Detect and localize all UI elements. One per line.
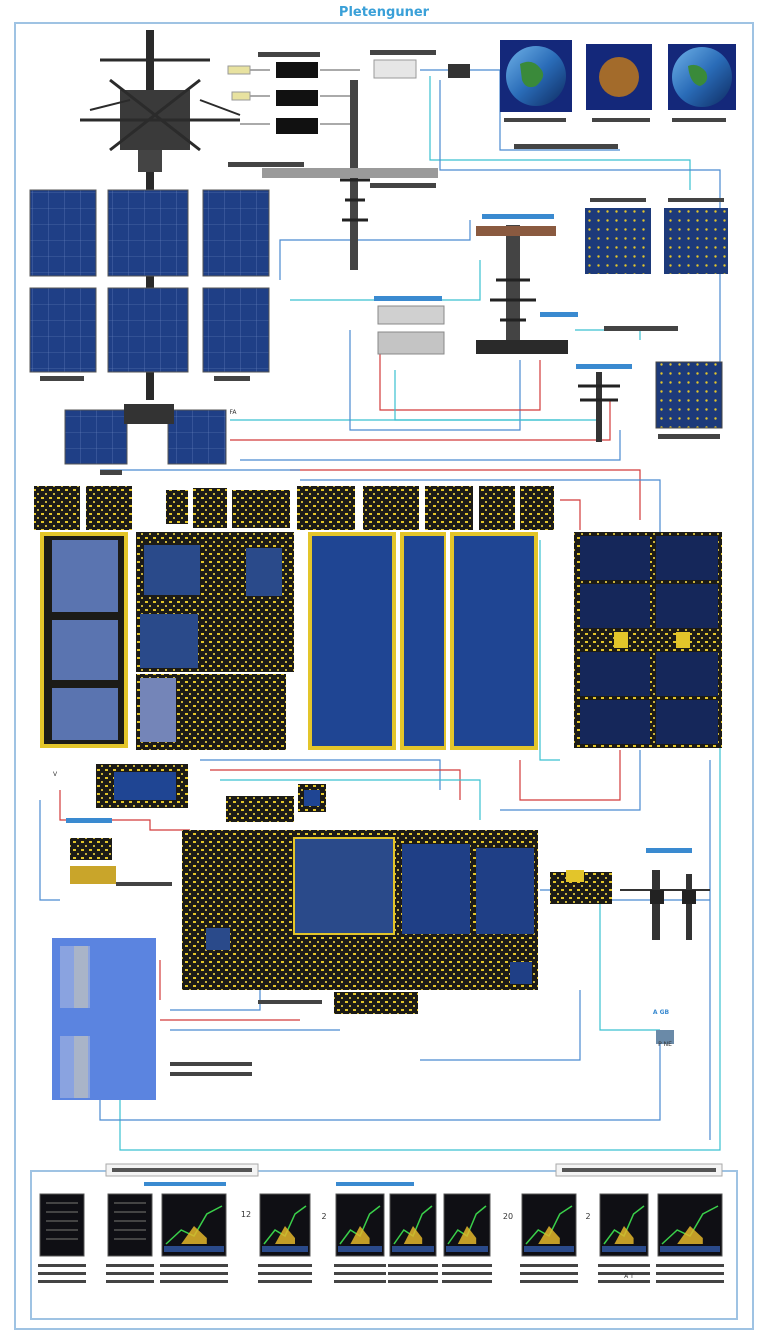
step-marker-1: 12: [240, 1210, 252, 1219]
label-v: V: [52, 771, 58, 778]
monitor-caption: [38, 1272, 86, 1275]
monitor-caption: [442, 1264, 492, 1267]
monitor-area: [614, 1226, 634, 1244]
monitor-caption: [258, 1272, 312, 1275]
monitor-caption: [160, 1280, 228, 1283]
monitor-screen: [443, 1193, 491, 1257]
monitor-bar: [602, 1246, 646, 1252]
monitor-caption: [388, 1272, 438, 1275]
monitor-caption: [442, 1272, 492, 1275]
monitor-caption: [442, 1280, 492, 1283]
monitor-caption: [598, 1280, 650, 1283]
monitor-screen: [657, 1193, 723, 1257]
monitor-caption: [656, 1272, 724, 1275]
monitor-line: [114, 1229, 146, 1231]
sensor-grid: [664, 208, 728, 274]
monitor-screen: [259, 1193, 311, 1257]
sensor-grid: [585, 208, 651, 274]
label-fa: FA: [229, 409, 237, 416]
monitor-bar: [338, 1246, 382, 1252]
label-p-ne: P NE: [658, 1041, 672, 1048]
planet-cards: [500, 40, 736, 112]
monitor-line: [46, 1211, 78, 1213]
chart-monitor-icon: [38, 1193, 724, 1283]
monitor-caption: [656, 1280, 724, 1283]
monitor-area: [538, 1226, 560, 1244]
monitor-area: [275, 1226, 295, 1244]
tiny-labels: [40, 50, 726, 1076]
monitor-screen: [161, 1193, 227, 1257]
monitor-line: [114, 1238, 146, 1240]
monitor-line: [46, 1238, 78, 1240]
monitor-bar: [524, 1246, 574, 1252]
monitor-caption: [334, 1264, 386, 1267]
monitor-caption: [656, 1264, 724, 1267]
monitor-caption: [388, 1264, 438, 1267]
monitor-area: [350, 1226, 370, 1244]
step-marker-2: 2: [321, 1212, 327, 1221]
monitor-bar: [392, 1246, 434, 1252]
step-marker-3: 20: [502, 1212, 514, 1221]
page-title: Pletenguner: [338, 5, 430, 20]
planet-icon: [599, 57, 639, 97]
rack-unit: [377, 331, 445, 355]
monitor-screen: [599, 1193, 649, 1257]
monitor-caption: [258, 1264, 312, 1267]
comm-modules: [227, 59, 470, 134]
monitor-area: [677, 1226, 703, 1244]
circuit-board-icon: [34, 486, 722, 1100]
monitor-bar: [262, 1246, 308, 1252]
label-a-t: A T: [624, 1273, 634, 1280]
monitor-caption: [160, 1272, 228, 1275]
monitor-caption: [334, 1272, 386, 1275]
solar-panel-icon: [29, 189, 270, 465]
monitor-strip-frame: [30, 1170, 738, 1320]
monitor-caption: [106, 1272, 154, 1275]
sensor-grid: [655, 361, 723, 429]
monitor-caption: [106, 1264, 154, 1267]
monitor-line: [114, 1220, 146, 1222]
monitor-screen: [107, 1193, 153, 1257]
monitor-area: [403, 1226, 423, 1244]
monitor-bar: [660, 1246, 720, 1252]
monitor-bar: [446, 1246, 488, 1252]
monitor-caption: [106, 1280, 154, 1283]
label-a-gb: A GB: [652, 1009, 670, 1016]
monitor-screen: [335, 1193, 385, 1257]
monitor-area: [181, 1226, 207, 1244]
monitor-line: [114, 1211, 146, 1213]
monitor-screen: [389, 1193, 437, 1257]
monitor-caption: [334, 1280, 386, 1283]
rack-unit: [377, 305, 445, 325]
monitor-caption: [520, 1264, 578, 1267]
monitor-caption: [598, 1264, 650, 1267]
monitor-caption: [38, 1280, 86, 1283]
monitor-caption: [520, 1280, 578, 1283]
monitor-screen: [521, 1193, 577, 1257]
monitor-area: [457, 1226, 477, 1244]
monitor-line: [114, 1202, 146, 1204]
monitor-line: [46, 1202, 78, 1204]
step-marker-4: 2: [585, 1212, 591, 1221]
antenna-right: [620, 870, 710, 1044]
monitor-screen: [39, 1193, 85, 1257]
monitor-line: [46, 1220, 78, 1222]
monitor-bar: [164, 1246, 224, 1252]
monitor-caption: [598, 1272, 650, 1275]
outer-frame: [14, 22, 754, 1330]
monitor-caption: [38, 1264, 86, 1267]
monitor-caption: [258, 1280, 312, 1283]
monitor-caption: [520, 1272, 578, 1275]
monitor-caption: [160, 1264, 228, 1267]
antenna-icon: [262, 80, 620, 442]
monitor-line: [46, 1229, 78, 1231]
monitor-caption: [388, 1280, 438, 1283]
